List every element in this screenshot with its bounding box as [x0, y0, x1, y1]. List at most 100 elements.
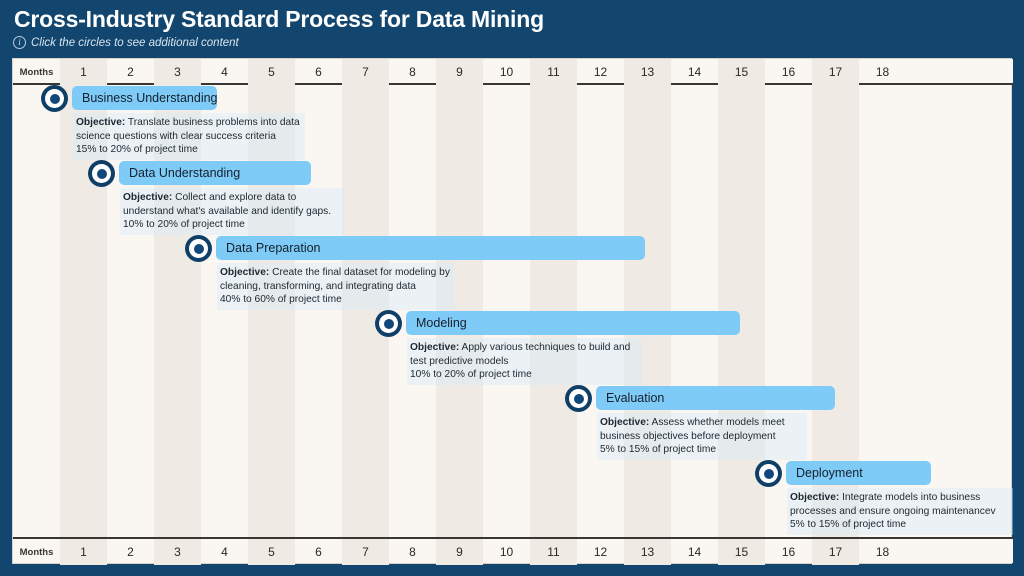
month-cell-4-top: 4 [221, 65, 228, 79]
task-bar-label: Modeling [416, 316, 467, 330]
month-cell-5-top: 5 [248, 59, 295, 85]
task-bar-label: Business Understanding [82, 91, 217, 105]
month-cell-18-bottom: 18 [875, 545, 890, 559]
month-cell-16-bottom: 16 [781, 545, 796, 559]
month-cell-16-top: 16 [781, 65, 796, 79]
task-circle-icon[interactable] [41, 85, 68, 112]
task-circle-icon[interactable] [755, 460, 782, 487]
month-cell-11-bottom: 11 [530, 539, 577, 565]
task-description: Objective: Translate business problems i… [73, 113, 305, 160]
circle-ring [569, 389, 588, 408]
objective-text: Assess whether models meet business obje… [600, 417, 785, 442]
task-objective: Objective: Apply various techniques to b… [410, 341, 638, 368]
month-cell-11-top: 11 [530, 59, 577, 85]
month-cell-12-top: 12 [593, 65, 608, 79]
month-cell-4-bottom: 4 [221, 545, 228, 559]
task-circle-icon[interactable] [88, 160, 115, 187]
month-cell-7-top: 7 [342, 59, 389, 85]
task-bar[interactable]: Data Preparation [216, 236, 645, 260]
task-effort: 5% to 15% of project time [600, 444, 717, 455]
month-cell-17-bottom: 17 [812, 539, 859, 565]
circle-dot [193, 243, 204, 254]
month-cell-3-top: 3 [154, 59, 201, 85]
task-description: Objective: Assess whether models meet bu… [597, 413, 807, 460]
task-effort: 40% to 60% of project time [220, 294, 342, 305]
task-effort: 10% to 20% of project time [410, 369, 532, 380]
task-objective: Objective: Collect and explore data to u… [123, 191, 341, 218]
task-bar-label: Data Preparation [226, 241, 321, 255]
objective-text: Integrate models into business processes… [790, 492, 996, 517]
month-cell-9-top: 9 [436, 59, 483, 85]
task-bar-label: Deployment [796, 466, 863, 480]
month-cell-12-bottom: 12 [593, 545, 608, 559]
month-cell-17-top: 17 [812, 59, 859, 85]
month-cell-9-bottom: 9 [436, 539, 483, 565]
task-circle-icon[interactable] [565, 385, 592, 412]
month-cell-3-bottom: 3 [154, 539, 201, 565]
month-cell-8-top: 8 [409, 65, 416, 79]
month-cell-18-top: 18 [875, 65, 890, 79]
task-bar[interactable]: Evaluation [596, 386, 835, 410]
objective-label: Objective: [410, 342, 460, 353]
task-description: Objective: Apply various techniques to b… [407, 338, 642, 385]
task-circle-icon[interactable] [185, 235, 212, 262]
task-bar[interactable]: Deployment [786, 461, 931, 485]
circle-ring [379, 314, 398, 333]
objective-text: Apply various techniques to build and te… [410, 342, 631, 367]
task-bar-label: Evaluation [606, 391, 665, 405]
info-icon: i [13, 36, 26, 49]
month-cell-2-top: 2 [127, 65, 134, 79]
month-cell-2-bottom: 2 [127, 545, 134, 559]
grid-stripe [154, 85, 201, 539]
month-cell-13-top: 13 [624, 59, 671, 85]
task-bar[interactable]: Data Understanding [119, 161, 311, 185]
task-bar[interactable]: Modeling [406, 311, 740, 335]
month-cell-14-top: 14 [687, 65, 702, 79]
circle-dot [573, 393, 584, 404]
task-objective: Objective: Translate business problems i… [76, 116, 301, 143]
month-cell-7-bottom: 7 [342, 539, 389, 565]
task-circle-icon[interactable] [375, 310, 402, 337]
month-cell-10-bottom: 10 [499, 545, 514, 559]
task-objective: Objective: Assess whether models meet bu… [600, 416, 803, 443]
circle-ring [189, 239, 208, 258]
circle-dot [383, 318, 394, 329]
objective-text: Collect and explore data to understand w… [123, 192, 332, 217]
month-cell-1-bottom: 1 [60, 539, 107, 565]
month-cell-14-bottom: 14 [687, 545, 702, 559]
objective-label: Objective: [123, 192, 173, 203]
month-cell-5-bottom: 5 [248, 539, 295, 565]
task-bar[interactable]: Business Understanding [72, 86, 217, 110]
circle-dot [49, 93, 60, 104]
objective-text: Translate business problems into data sc… [76, 117, 300, 142]
month-cell-15-bottom: 15 [718, 539, 765, 565]
objective-label: Objective: [76, 117, 126, 128]
month-cell-6-top: 6 [315, 65, 322, 79]
task-description: Objective: Collect and explore data to u… [120, 188, 345, 235]
circle-dot [96, 168, 107, 179]
month-cell-8-bottom: 8 [409, 545, 416, 559]
slide-header: Cross-Industry Standard Process for Data… [0, 0, 1024, 58]
objective-text: Create the final dataset for modeling by… [220, 267, 450, 292]
task-objective: Objective: Integrate models into busines… [790, 491, 1009, 518]
months-label-bottom: Months [19, 546, 54, 558]
circle-ring [92, 164, 111, 183]
task-description: Objective: Integrate models into busines… [787, 488, 1013, 535]
objective-label: Objective: [600, 417, 650, 428]
subtitle-text: Click the circles to see additional cont… [31, 36, 239, 49]
month-cell-10-top: 10 [499, 65, 514, 79]
circle-ring [45, 89, 64, 108]
task-effort: 5% to 15% of project time [790, 519, 907, 530]
subtitle-group: i Click the circles to see additional co… [13, 36, 239, 49]
task-description: Objective: Create the final dataset for … [217, 263, 454, 310]
